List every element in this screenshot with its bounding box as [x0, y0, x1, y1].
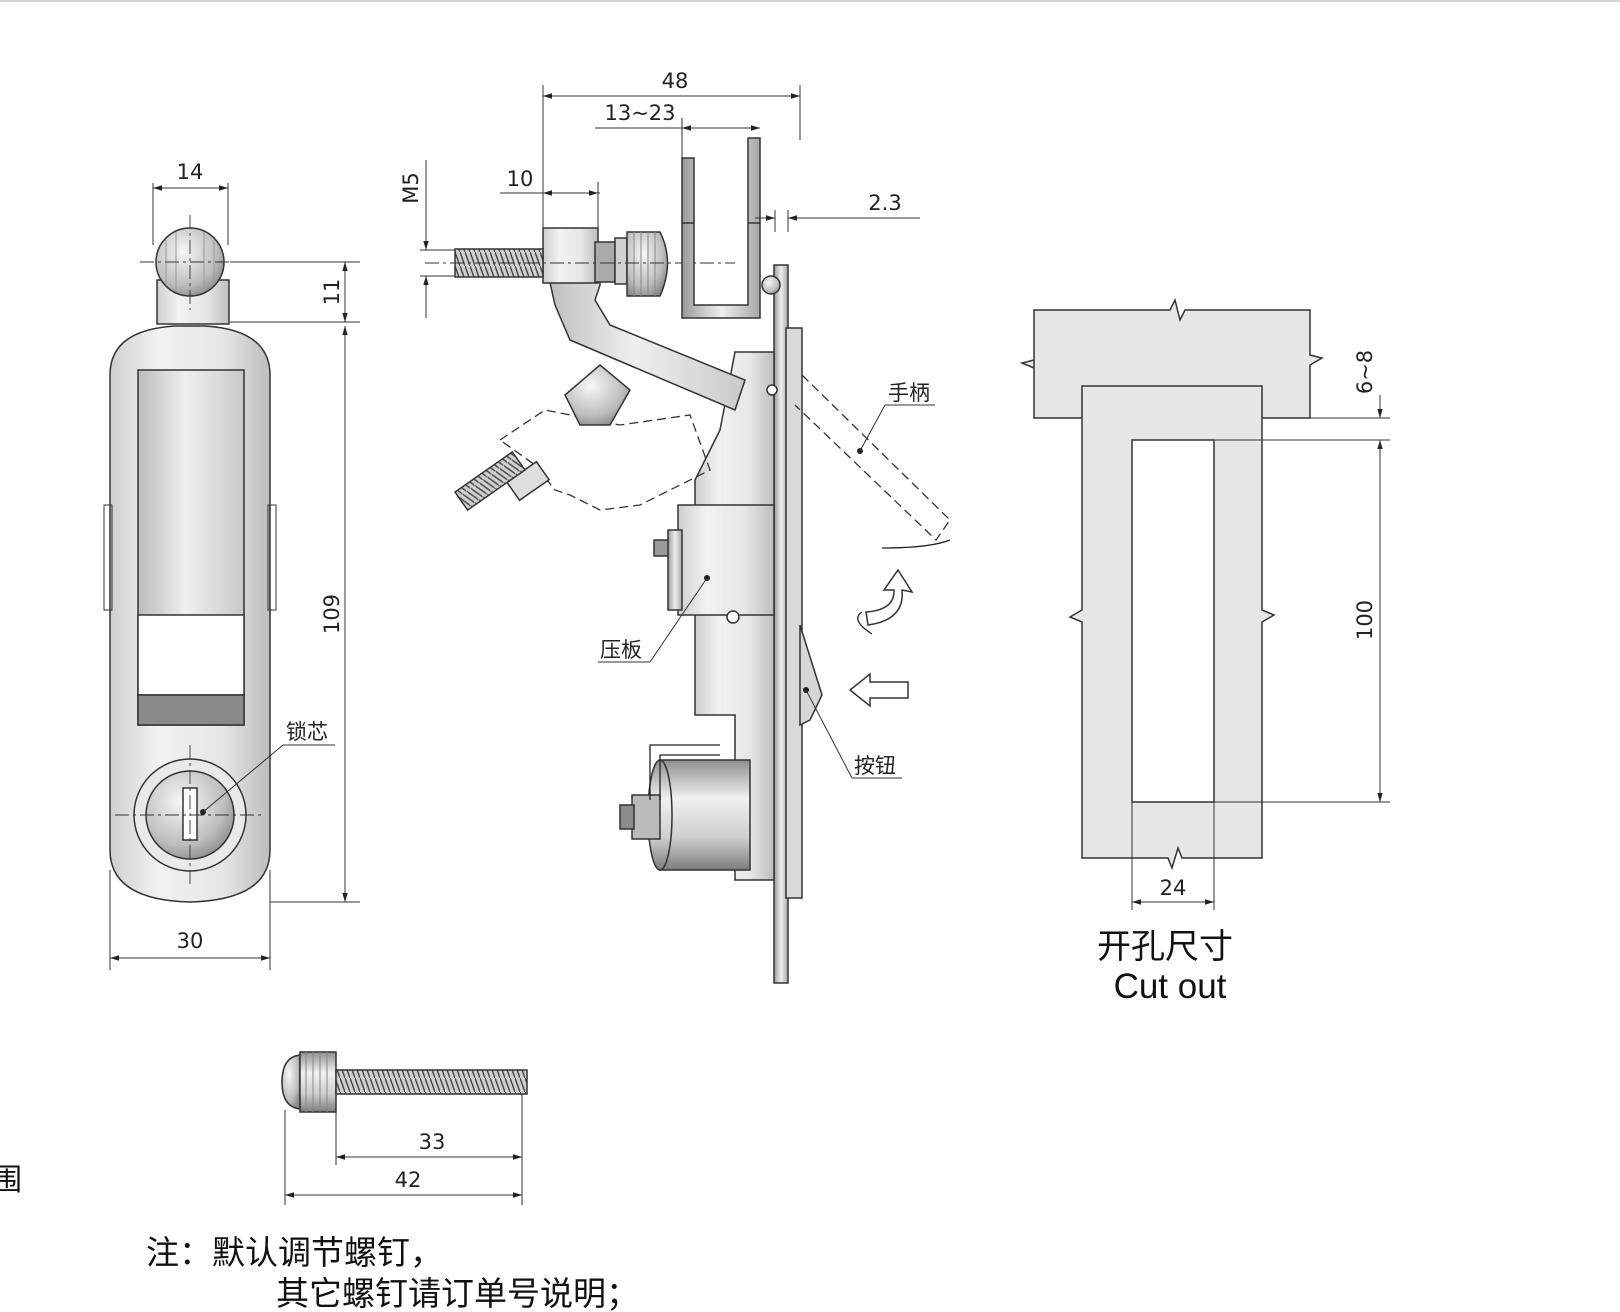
- dim-cutout-width: 24: [1160, 876, 1187, 900]
- leader-lock-core: [202, 744, 284, 813]
- label-handle: 手柄: [888, 381, 930, 405]
- front-handle-bottom: [137, 694, 245, 726]
- u-bracket: [681, 137, 761, 319]
- leader-plate: [649, 577, 708, 663]
- side-view: 48 13~23 10 M5 2.3 手柄 压板 按钮: [399, 69, 951, 984]
- edge-glyph: 围: [0, 1163, 22, 1198]
- washer: [667, 529, 683, 611]
- rotate-arrow-tail: [857, 611, 873, 635]
- screw-view: 33 42: [281, 1051, 528, 1205]
- phantom-knob: [564, 364, 631, 426]
- phantom-lever-tip: [881, 539, 951, 549]
- dim-side-thickness: 2.3: [868, 191, 901, 215]
- cutout-hole: [1131, 439, 1215, 803]
- dim-cutout-height: 100: [1353, 600, 1377, 640]
- label-plate: 压板: [600, 638, 642, 662]
- dim-side-total-width: 48: [662, 69, 689, 93]
- dim-side-screw-offset: 10: [507, 167, 534, 191]
- dim-side-adjust-range: 13~23: [604, 101, 675, 125]
- dim-front-height: 109: [320, 594, 344, 634]
- label-button: 按钮: [854, 754, 896, 778]
- hole: [766, 384, 778, 396]
- pressure-plate: [677, 504, 775, 616]
- screw-washer: [614, 237, 628, 285]
- leader-handle: [859, 404, 886, 452]
- cylinder-nut: [631, 794, 661, 840]
- push-arrow-icon: [848, 672, 909, 708]
- note-line-2: 其它螺钉请订单号说明；: [276, 1274, 639, 1312]
- leader-button: [805, 689, 853, 779]
- button: [799, 624, 823, 727]
- phantom-lever: [794, 374, 951, 541]
- dim-front-cap-height: 11: [320, 279, 344, 306]
- cutout-view: 6~8 100 24 开孔尺寸 Cut out: [1019, 297, 1390, 1006]
- dim-screw-thread-length: 33: [419, 1130, 446, 1154]
- dim-front-top-width: 14: [177, 160, 204, 184]
- screw-knob: [626, 231, 669, 297]
- dim-front-width: 30: [177, 929, 204, 953]
- screw-thread: [335, 1069, 528, 1095]
- front-view: 14 11 109 30 锁芯: [103, 160, 360, 970]
- screw-nut: [594, 241, 616, 283]
- screw-knurl: [305, 1052, 328, 1112]
- dim-cutout-margin: 6~8: [1353, 350, 1377, 394]
- cam: [659, 754, 720, 800]
- screw-dome: [281, 1054, 301, 1110]
- handle-head: [542, 227, 599, 284]
- label-lock-core: 锁芯: [286, 720, 328, 744]
- knob-knurl: [633, 232, 656, 296]
- front-handle-window: [137, 614, 245, 696]
- pin: [761, 275, 781, 295]
- hole: [726, 610, 740, 624]
- gasket: [785, 327, 803, 899]
- dim-screw-total-length: 42: [395, 1168, 422, 1192]
- phantom-screw: [453, 450, 527, 512]
- cylinder-bolt: [619, 804, 635, 830]
- front-side-tab-right: [267, 504, 277, 611]
- note-line-1: 注：默认调节螺钉，: [146, 1233, 443, 1272]
- cutout-caption-cn: 开孔尺寸: [1097, 927, 1233, 967]
- rotate-arrow-icon: [865, 568, 914, 626]
- dim-side-thread: M5: [399, 172, 423, 203]
- cam: [649, 744, 720, 800]
- front-side-tab-left: [103, 504, 113, 611]
- cutout-caption-en: Cut out: [1114, 967, 1227, 1006]
- lock-cylinder: [659, 759, 751, 871]
- screw-head: [299, 1051, 337, 1113]
